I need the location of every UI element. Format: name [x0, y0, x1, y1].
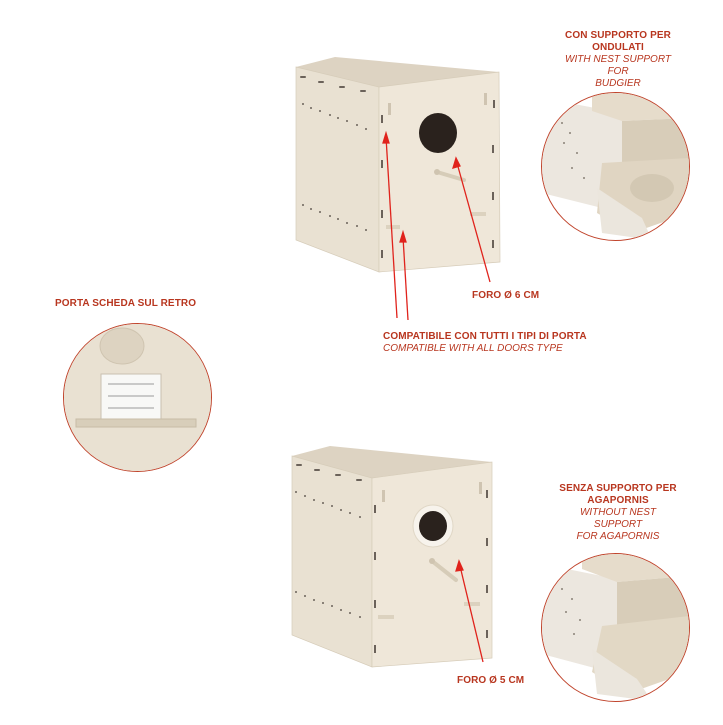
detail-circle-card-holder	[63, 323, 212, 472]
detail-circle-budgie-support	[541, 92, 690, 241]
label-compatible: COMPATIBILE CON TUTTI I TIPI DI PORTA CO…	[383, 331, 613, 355]
label-budgie-it-2: ONDULATI	[592, 42, 644, 53]
label-agapornis-en-1: WITHOUT NEST SUPPORT	[579, 507, 657, 530]
arrow-bottom	[455, 559, 484, 663]
label-compatible-it: COMPATIBILE CON TUTTI I TIPI DI PORTA	[383, 331, 587, 342]
label-budgie-support: CON SUPPORTO PER ONDULATI WITH NEST SUPP…	[556, 30, 680, 90]
label-card-holder-it: PORTA SCHEDA SUL RETRO	[55, 298, 197, 309]
label-hole-5cm: FORO Ø 5 CM	[457, 675, 547, 687]
entrance-hole-5cm	[419, 511, 447, 541]
detail-circle-agapornis-no-support	[541, 553, 690, 702]
label-hole-6cm: FORO Ø 6 CM	[472, 290, 562, 302]
label-hole-6cm-text: FORO Ø 6 CM	[472, 290, 540, 301]
label-agapornis: SENZA SUPPORTO PER AGAPORNIS WITHOUT NES…	[556, 483, 680, 543]
entrance-hole-6cm	[419, 113, 457, 153]
label-agapornis-en-2: FOR AGAPORNIS	[576, 531, 660, 542]
nest-box-5cm	[291, 446, 493, 668]
label-budgie-it-1: CON SUPPORTO PER	[565, 30, 671, 41]
label-agapornis-it-2: AGAPORNIS	[587, 495, 649, 506]
label-budgie-en-2: BUDGIER	[595, 78, 641, 89]
arrows-top	[382, 130, 491, 321]
label-budgie-en-1: WITH NEST SUPPORT FOR	[565, 54, 671, 77]
nest-box-6cm	[295, 57, 501, 273]
label-hole-5cm-text: FORO Ø 5 CM	[457, 675, 525, 686]
label-compatible-en: COMPATIBLE WITH ALL DOORS TYPE	[383, 343, 563, 354]
label-card-holder: PORTA SCHEDA SUL RETRO	[55, 298, 225, 310]
label-agapornis-it-1: SENZA SUPPORTO PER	[559, 483, 677, 494]
